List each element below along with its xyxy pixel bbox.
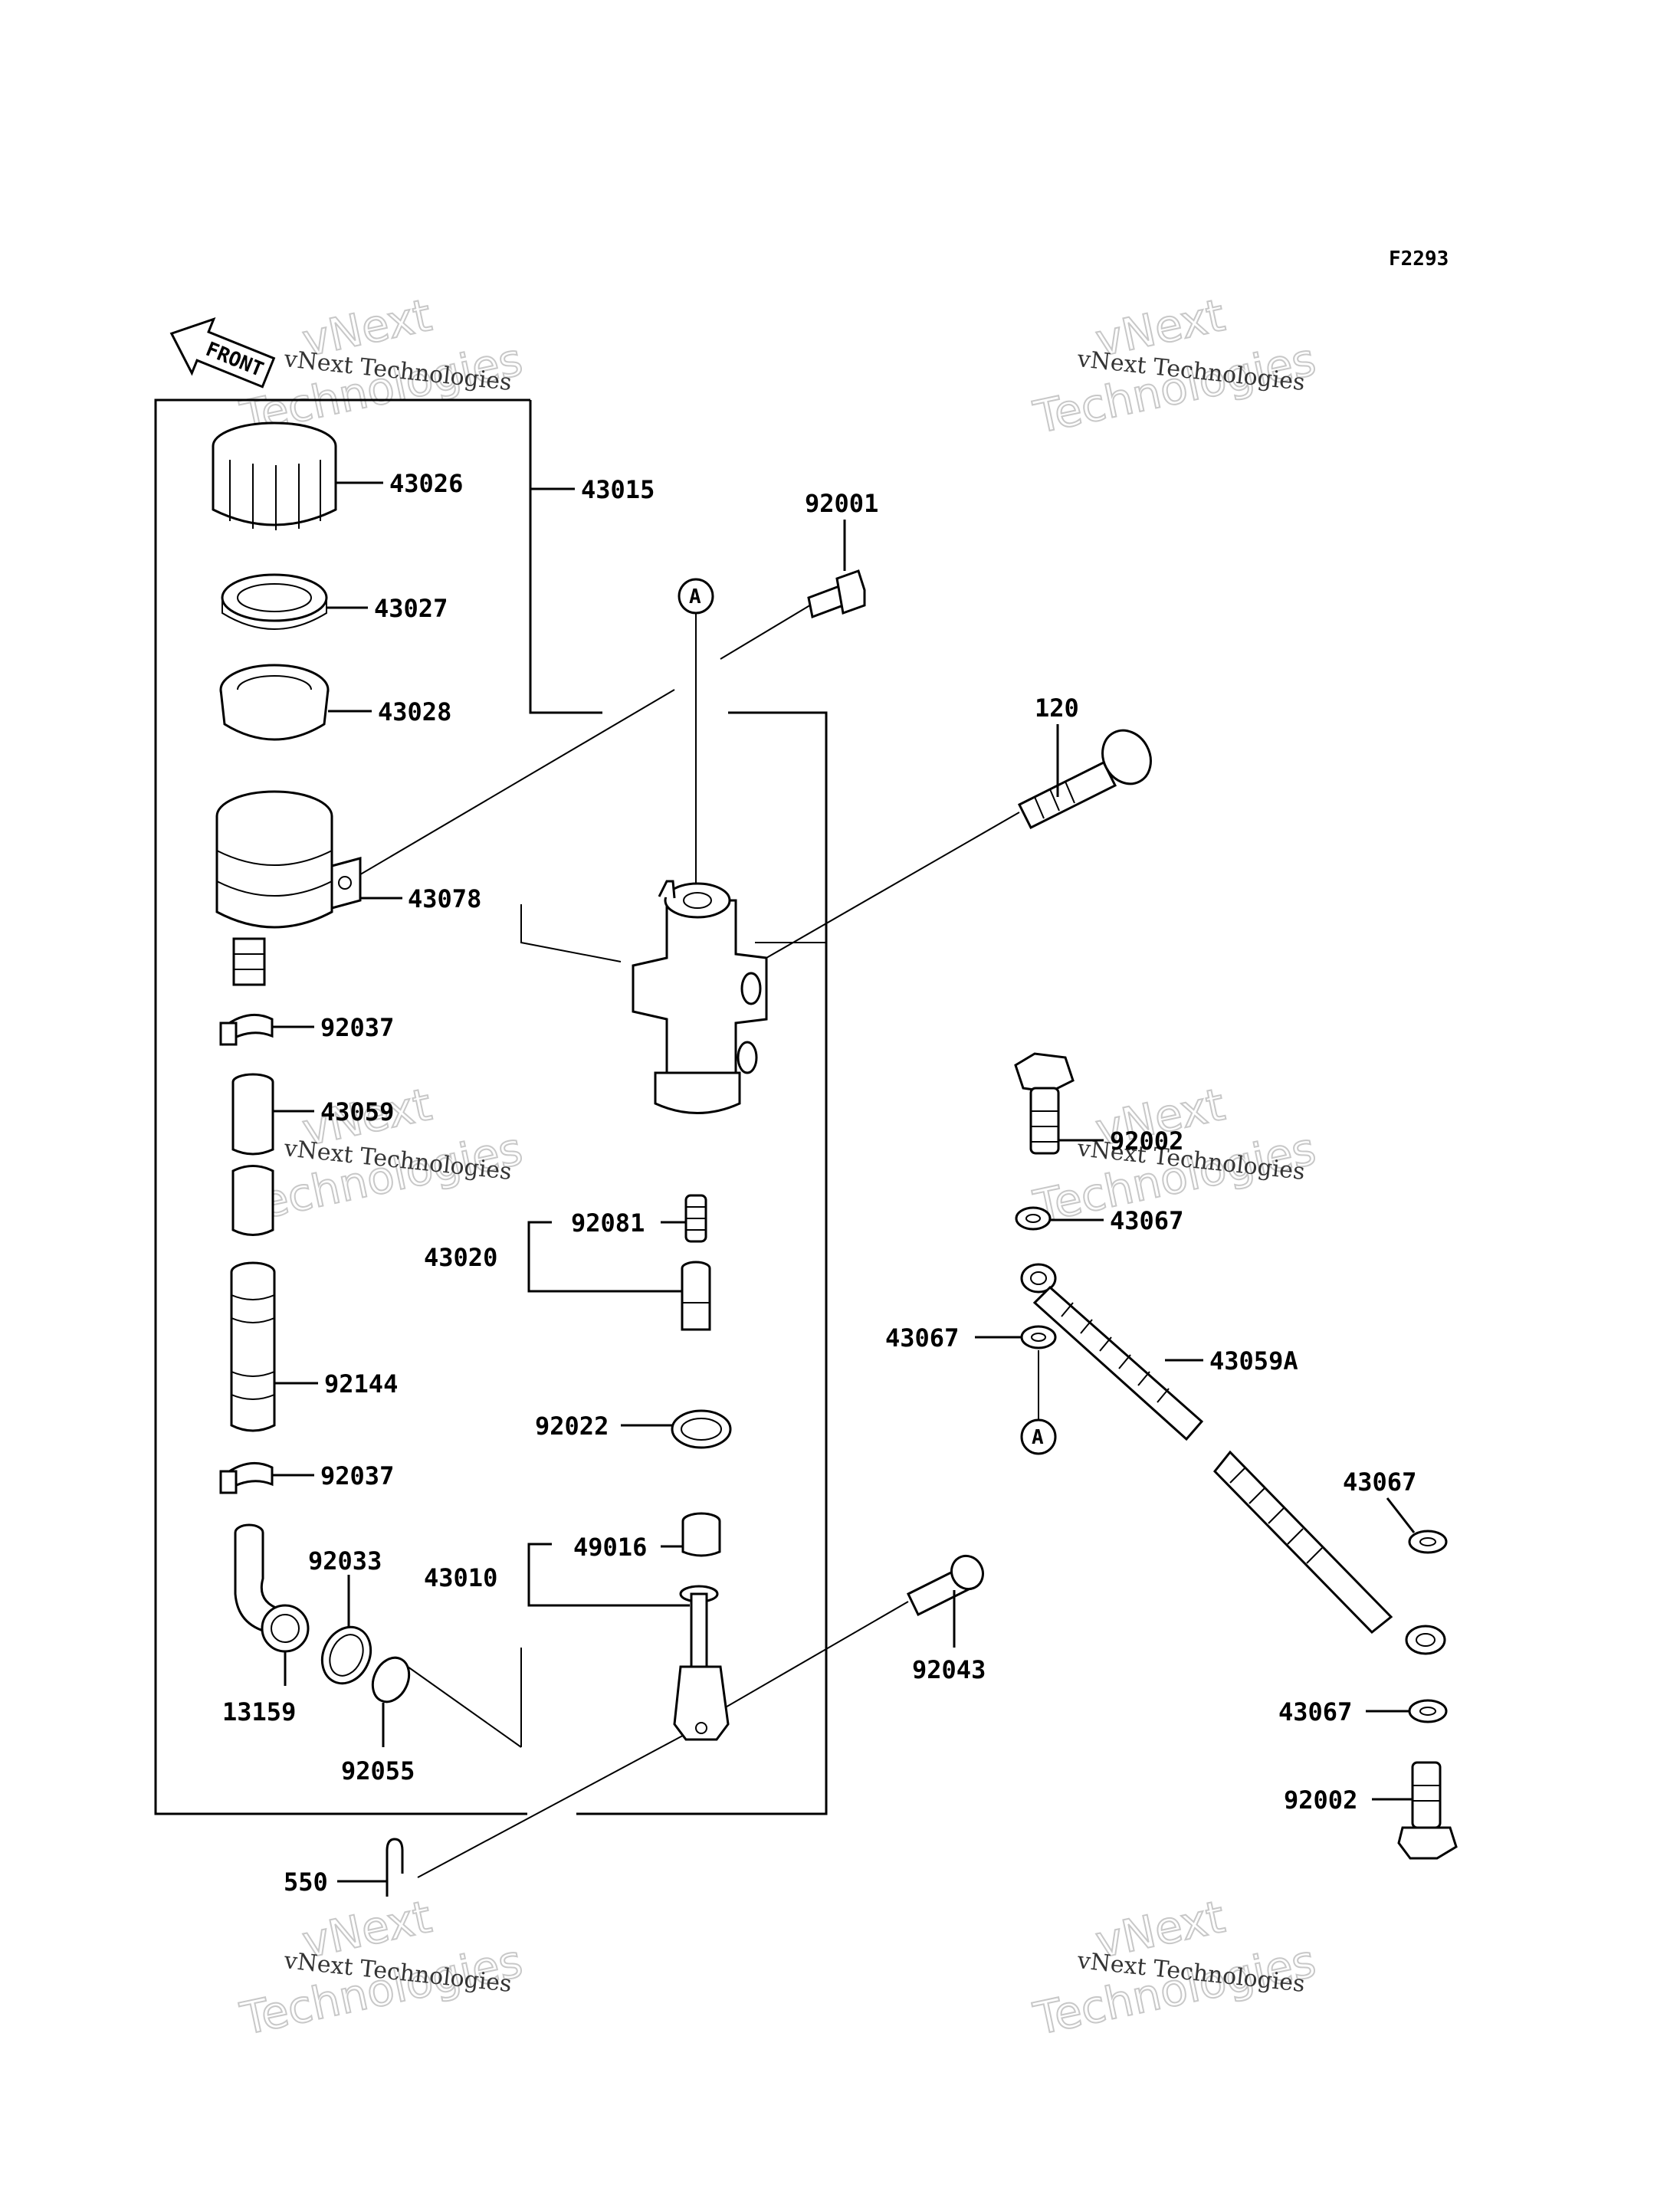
cotter-pin-part [386, 1838, 404, 1897]
reservoir-cap-part [212, 421, 337, 530]
piston-circlip-part [671, 1409, 732, 1449]
label-43026: 43026 [389, 469, 463, 498]
reservoir-gasket-part [221, 573, 328, 630]
callout-a-top: A [678, 578, 714, 615]
label-92037-bottom: 92037 [320, 1461, 394, 1490]
label-43010: 43010 [424, 1563, 497, 1592]
label-92144: 92144 [324, 1369, 398, 1399]
callout-a-bottom: A [1020, 1418, 1057, 1455]
copper-washer-a-part [1015, 1206, 1052, 1231]
label-120: 120 [1035, 694, 1079, 723]
hose-clamp-bottom-part [219, 1461, 274, 1494]
label-43015: 43015 [581, 475, 655, 504]
reservoir-hose-part [231, 1073, 274, 1236]
label-49016: 49016 [573, 1533, 647, 1562]
label-43020: 43020 [424, 1243, 497, 1272]
copper-washer-d-part [1408, 1699, 1448, 1723]
circlip-part [320, 1625, 372, 1685]
label-43067-a: 43067 [1110, 1206, 1183, 1235]
label-92002-bottom: 92002 [1284, 1785, 1357, 1815]
label-92081: 92081 [571, 1208, 645, 1238]
label-43067-d: 43067 [1278, 1697, 1352, 1726]
push-rod-part [673, 1585, 730, 1741]
label-92022: 92022 [535, 1412, 609, 1441]
label-92037-top: 92037 [320, 1013, 394, 1042]
label-92043: 92043 [912, 1655, 986, 1684]
label-43059: 43059 [320, 1097, 394, 1126]
watermark-top-right: vNext Technologies vNext Technologies [1029, 288, 1321, 444]
label-92002-top: 92002 [1110, 1126, 1183, 1156]
svg-text:A: A [689, 585, 701, 608]
label-550: 550 [284, 1867, 328, 1897]
label-92033: 92033 [308, 1546, 382, 1576]
reservoir-diaphragm-part [219, 664, 330, 741]
brake-hose-part [1020, 1263, 1446, 1655]
banjo-bolt-bottom-part [1397, 1761, 1458, 1860]
reservoir-body-part [215, 790, 362, 986]
master-cylinder-body-part [632, 880, 768, 1114]
copper-washer-b-part [1020, 1325, 1057, 1349]
assembly-frame [154, 398, 828, 1815]
clevis-pin-part [907, 1554, 984, 1617]
label-43078: 43078 [408, 884, 481, 913]
label-43067-c: 43067 [1343, 1467, 1416, 1497]
watermark-bottom-right: vNext Technologies vNext Technologies [1029, 1890, 1321, 2046]
label-43027: 43027 [374, 594, 448, 623]
hose-clamp-top-part [219, 1013, 274, 1046]
watermark-bottom-left: vNext Technologies vNext Technologies [235, 1890, 528, 2046]
label-43067-b: 43067 [885, 1323, 959, 1353]
reservoir-bolt-part [807, 569, 866, 619]
label-92001: 92001 [805, 489, 878, 518]
watermark-top-left: vNext Technologies vNext Technologies [235, 288, 528, 444]
part-labels: 43026 43015 43027 43028 43078 92037 4305… [222, 469, 1416, 1897]
piston-spring-part [684, 1194, 707, 1243]
hose-protector-part [230, 1261, 276, 1432]
hose-elbow-fitting-part [234, 1523, 310, 1653]
label-13159: 13159 [222, 1697, 296, 1726]
banjo-bolt-top-part [1014, 1052, 1075, 1155]
front-arrow-icon: FRONT [169, 317, 276, 389]
mounting-bolt-part [1017, 729, 1152, 830]
label-43059A: 43059A [1209, 1346, 1298, 1376]
o-ring-part [371, 1656, 411, 1703]
label-92055: 92055 [341, 1756, 415, 1785]
diagram-reference-id: F2293 [1389, 248, 1449, 271]
label-43028: 43028 [378, 697, 451, 726]
callout-leaders [272, 481, 1416, 1883]
push-rod-boot-part [681, 1512, 721, 1557]
svg-text:A: A [1032, 1426, 1044, 1449]
copper-washer-c-part [1408, 1530, 1448, 1554]
piston-part [681, 1261, 711, 1331]
